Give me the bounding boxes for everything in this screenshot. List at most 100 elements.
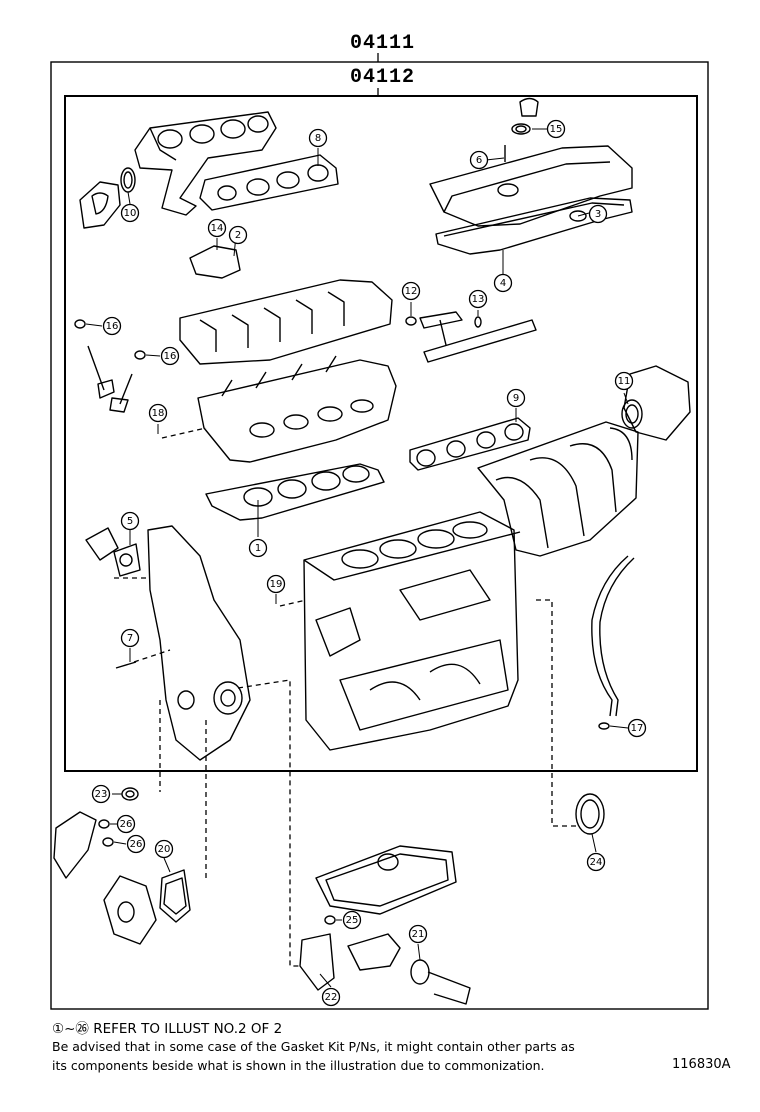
callout-circle [321, 987, 341, 1007]
callout-circle [546, 119, 566, 139]
exhaust-pipe-gasket-ring [120, 167, 136, 193]
dash-line [279, 599, 307, 607]
callout-number: 3 [595, 209, 601, 220]
callout-number: 26 [120, 819, 133, 830]
throttle-body-drawing [621, 365, 691, 441]
callout-26: 26 [126, 834, 146, 854]
intake-manifold-gasket-drawing [409, 417, 531, 471]
callout-number: 11 [618, 376, 631, 387]
intake-manifold-drawing [477, 421, 639, 557]
callout-number: 10 [124, 208, 137, 219]
callout-circle [588, 204, 608, 224]
dash-line [237, 679, 302, 967]
callout-1: 1 [248, 538, 268, 558]
callout-16: 16 [102, 316, 122, 336]
callout-number: 16 [106, 321, 119, 332]
callout-18: 18 [148, 403, 168, 423]
callout-number: 22 [325, 992, 338, 1003]
callout-20: 20 [154, 839, 174, 859]
exhaust-manifold-gasket-drawing [199, 154, 339, 211]
callout-number: 6 [476, 155, 482, 166]
callout-26: 26 [116, 814, 136, 834]
callout-25: 25 [342, 910, 362, 930]
callout-circle [228, 225, 248, 245]
callout-number: 2 [235, 230, 241, 241]
callout-circle [627, 718, 647, 738]
callout-circle [469, 150, 489, 170]
callout-circle [401, 281, 421, 301]
callout-number: 12 [405, 286, 418, 297]
callout-8: 8 [308, 128, 328, 148]
dash-line [161, 427, 207, 439]
callout-circle [207, 218, 227, 238]
callout-group: 1234567891011121314151616171819202122232… [91, 119, 647, 1007]
front-crankshaft-oil-seal-drawing [121, 787, 139, 801]
callout-circle [116, 814, 136, 834]
callout-number: 16 [164, 351, 177, 362]
exhaust-manifold-drawing [79, 111, 277, 229]
callout-number: 20 [158, 844, 171, 855]
fuel-rail-drawing [405, 311, 537, 363]
kit-code-outer: 04111 [350, 32, 416, 55]
cylinder-block-drawing [303, 511, 521, 751]
callout-16: 16 [160, 346, 180, 366]
outer-kit-frame [50, 61, 709, 1010]
timing-chain-cover-drawing [85, 525, 251, 761]
callout-circle [468, 289, 488, 309]
dash-line [536, 599, 576, 827]
callout-17: 17 [627, 718, 647, 738]
callout-circle [308, 128, 328, 148]
callout-circle [506, 388, 526, 408]
callout-number: 9 [513, 393, 519, 404]
cylinder-head-drawing [197, 355, 397, 463]
callout-5: 5 [120, 511, 140, 531]
callout-10: 10 [120, 203, 140, 223]
callout-circle [148, 403, 168, 423]
callout-number: 1 [255, 543, 261, 554]
callout-number: 21 [412, 929, 425, 940]
callout-number: 5 [127, 516, 133, 527]
callout-11: 11 [614, 371, 634, 391]
cylinder-head-gasket-drawing [205, 463, 385, 521]
callout-21: 21 [408, 924, 428, 944]
callout-circle [586, 852, 606, 872]
callout-number: 17 [631, 723, 644, 734]
callout-number: 15 [550, 124, 563, 135]
callout-4: 4 [493, 273, 513, 293]
callout-15: 15 [546, 119, 566, 139]
commonization-note-line-2: its components beside what is shown in t… [52, 1058, 545, 1073]
callout-number: 4 [500, 278, 506, 289]
callout-number: 25 [346, 915, 359, 926]
callout-circle [126, 834, 146, 854]
callout-circle [120, 628, 140, 648]
intake-valve-drawing [74, 319, 146, 413]
callout-number: 24 [590, 857, 603, 868]
callout-2: 2 [228, 225, 248, 245]
inner-kit-frame [64, 95, 698, 772]
callout-7: 7 [120, 628, 140, 648]
callout-22: 22 [321, 987, 341, 1007]
callout-number: 26 [130, 839, 143, 850]
callout-circle [266, 574, 286, 594]
callout-circle [408, 924, 428, 944]
callout-circle [342, 910, 362, 930]
callout-circle [120, 511, 140, 531]
oil-pan-drawing [315, 845, 457, 925]
kit-code-inner: 04112 [350, 66, 416, 89]
callout-9: 9 [506, 388, 526, 408]
callout-number: 14 [211, 223, 224, 234]
commonization-note-line-1: Be advised that in some case of the Gask… [52, 1039, 575, 1054]
callout-circle [493, 273, 513, 293]
callout-circle [91, 784, 111, 804]
callout-circle [154, 839, 174, 859]
callout-number: 23 [95, 789, 108, 800]
callout-24: 24 [586, 852, 606, 872]
callout-circle [102, 316, 122, 336]
oil-dipstick-tube-drawing [591, 555, 635, 730]
callout-circle [160, 346, 180, 366]
refer-note: ①~㉖ REFER TO ILLUST NO.2 OF 2 [52, 1021, 283, 1037]
callout-circle [120, 203, 140, 223]
callout-number: 7 [127, 633, 133, 644]
callout-19: 19 [266, 574, 286, 594]
